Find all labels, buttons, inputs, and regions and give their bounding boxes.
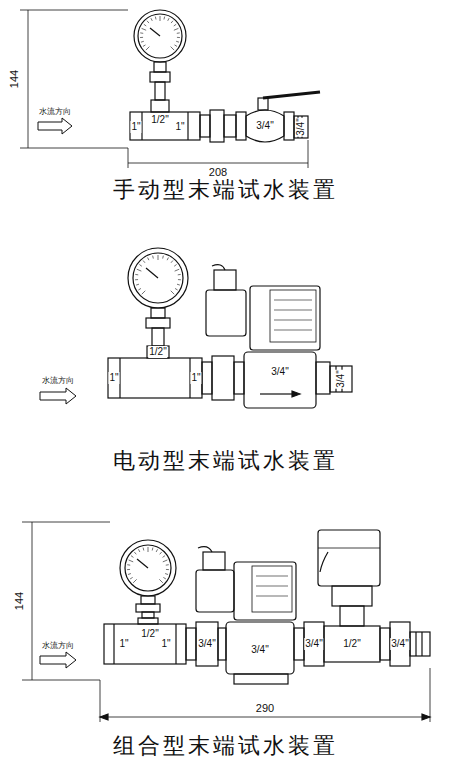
caption: 组合型末端试水装置 (112, 734, 339, 758)
pipe-size: 1" (160, 638, 171, 650)
gauge-tick (134, 552, 136, 554)
gauge-tick (171, 21, 173, 23)
gauge-tick (152, 256, 154, 259)
gauge-tick (156, 549, 157, 552)
gauge-tick (174, 24, 176, 26)
gauge-tick (136, 284, 139, 286)
pipe-size: 3/4" (270, 366, 289, 378)
gauge-tick (168, 18, 169, 21)
gauge-tick (171, 47, 175, 51)
pipe-size: 3/4" (197, 638, 216, 650)
gauge-tick (135, 274, 138, 275)
gauge-tick (177, 284, 180, 286)
gauge-tick (176, 41, 179, 43)
gauge-tick (141, 41, 144, 43)
gauge-tick (166, 569, 169, 570)
flow-direction: 水流方向 (38, 107, 72, 117)
gauge-tick (158, 255, 159, 260)
combined-device (22, 522, 430, 722)
gauge-tick (160, 552, 162, 554)
gauge-tick (174, 45, 177, 47)
gauge-tick (127, 564, 130, 565)
gauge-tick (159, 579, 163, 583)
gauge-tick (148, 258, 149, 261)
gauge-tick (138, 288, 141, 290)
gauge-tick (135, 279, 138, 280)
gauge-tick (143, 45, 146, 47)
gauge-tick (144, 24, 146, 26)
dimension: 144 (13, 591, 26, 611)
pipe-size: 1" (130, 121, 141, 133)
gauge-tick (127, 569, 130, 570)
gauge-tick (178, 279, 181, 280)
gauge-tick (151, 18, 152, 21)
gauge-tick (152, 548, 154, 551)
pipe-size: 1/2" (150, 114, 169, 126)
gauge-tick (178, 274, 181, 275)
gauge-tick (140, 32, 143, 33)
gauge-tick (166, 564, 169, 565)
gauge-tick (167, 258, 168, 261)
pipe-size: 1" (190, 372, 201, 384)
pipe-size: 1/2" (140, 628, 159, 640)
pipe-size: 3/4" (295, 117, 307, 136)
gauge-tick (139, 264, 141, 266)
gauge-tick (162, 256, 164, 259)
pipe-size: 3/4" (390, 638, 409, 650)
caption: 电动型末端试水装置 (112, 449, 339, 473)
gauge-tick (155, 17, 157, 20)
gauge-tick (175, 269, 180, 271)
gauge-tick (174, 264, 176, 266)
pipe-size: 1" (108, 372, 119, 384)
gauge-tick (140, 37, 143, 38)
gauge-tick (130, 577, 133, 579)
flow-direction: 水流方向 (41, 376, 75, 386)
gauge-tick (131, 556, 133, 558)
dimension: 208 (208, 166, 228, 179)
gauge-tick (128, 573, 131, 575)
gauge-tick (142, 291, 146, 295)
gauge-tick (143, 548, 145, 551)
pipe-size: 3/4" (250, 644, 269, 656)
gauge-tick (163, 17, 165, 20)
dimension: 144 (8, 69, 21, 89)
gauge-tick (174, 28, 179, 30)
gauge-tick (163, 556, 165, 558)
pipe-size: 1" (118, 638, 129, 650)
pipe-size: 1/2" (148, 346, 167, 358)
gauge-tick (142, 28, 147, 30)
gauge-tick (143, 261, 145, 263)
pipe-size: 3/4" (255, 120, 274, 132)
gauge-tick (177, 32, 180, 33)
gauge-tick (165, 573, 168, 575)
gauge-tick (147, 21, 149, 23)
gauge-tick (163, 560, 168, 562)
gauge-tick (160, 16, 161, 21)
gauge-tick (148, 547, 149, 552)
pipe-size: 3/4" (335, 369, 347, 388)
gauge-tick (175, 288, 178, 290)
gauge-tick (137, 269, 142, 271)
dimension: 290 (255, 702, 275, 715)
gauge-tick (171, 291, 175, 295)
gauge-tick (171, 261, 173, 263)
flow-direction: 水流方向 (41, 641, 75, 651)
pipe-size: 1/2" (342, 638, 361, 650)
caption: 手动型末端试水装置 (112, 178, 339, 202)
electric-device (40, 248, 352, 408)
gauge-tick (133, 579, 137, 583)
gauge-tick (146, 47, 150, 51)
pipe-size: 3/4" (304, 638, 323, 650)
gauge-tick (129, 560, 134, 562)
manual-device (20, 10, 320, 168)
gauge-tick (177, 37, 180, 38)
pipe-size: 1" (174, 121, 185, 133)
gauge-tick (138, 549, 139, 552)
gauge-tick (163, 577, 166, 579)
